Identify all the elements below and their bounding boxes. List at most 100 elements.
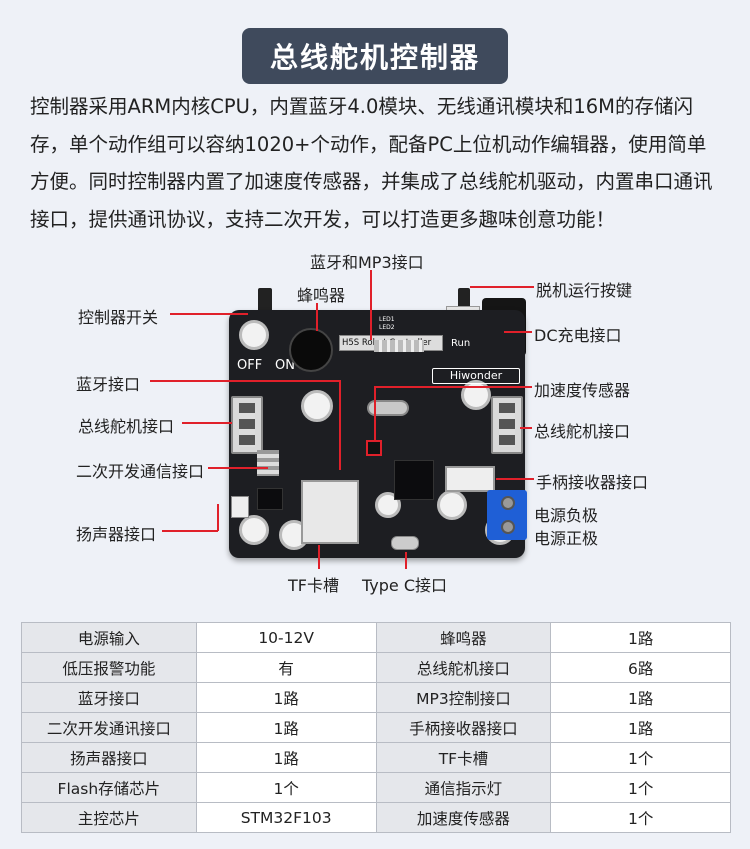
label-servo-left: 总线舵机接口	[78, 417, 175, 436]
label-tf: TF卡槽	[288, 576, 339, 595]
spec-value: STM32F103	[195, 802, 377, 833]
spec-value: 1个	[550, 772, 731, 803]
label-secondary: 二次开发通信接口	[76, 462, 205, 481]
crystal	[367, 400, 409, 416]
label-switch: 控制器开关	[78, 308, 159, 327]
label-buzzer: 蜂鸣器	[297, 286, 346, 305]
leader-secondary	[208, 467, 268, 469]
spec-value: 1个	[550, 742, 731, 773]
mcu-chip	[394, 460, 434, 500]
label-offline-key: 脱机运行按键	[536, 281, 633, 300]
spec-key: 扬声器接口	[21, 742, 197, 773]
leader-typec	[405, 552, 407, 569]
leader-servo-right	[520, 427, 532, 429]
spec-key: 低压报警功能	[21, 652, 197, 683]
usb-c-port	[391, 536, 419, 550]
leader-switch	[170, 313, 248, 315]
spec-value: 1路	[195, 742, 377, 773]
spec-key: 蓝牙接口	[21, 682, 197, 713]
title-container: 总线舵机控制器	[0, 28, 750, 84]
spec-key: 二次开发通讯接口	[21, 712, 197, 743]
description: 控制器采用ARM内核CPU，内置蓝牙4.0模块、无线通讯模块和16M的存储闪存，…	[30, 95, 713, 231]
mount-hole	[239, 320, 269, 350]
spec-key: 蜂鸣器	[375, 622, 552, 653]
label-bluetooth: 蓝牙接口	[76, 375, 141, 394]
mount-hole	[301, 390, 333, 422]
leader-accel-v	[374, 386, 376, 440]
spec-key: 通信指示灯	[375, 772, 552, 803]
label-neg: 电源负极	[534, 506, 599, 525]
brand-plate: Hiwonder	[432, 368, 520, 384]
spec-key: TF卡槽	[375, 742, 552, 773]
page-title: 总线舵机控制器	[241, 28, 508, 84]
leader-bt-h	[150, 380, 340, 382]
servo-header-left	[231, 396, 263, 454]
leader-tf	[318, 545, 320, 569]
pcb-board: OFF ON Run LED1 LED2 H5S Robot Controlle…	[229, 310, 527, 558]
spec-key: 手柄接收器接口	[375, 712, 552, 743]
accel-sensor	[366, 440, 382, 456]
on-label: ON	[275, 358, 295, 373]
gamepad-socket	[445, 466, 495, 492]
label-dc: DC充电接口	[534, 326, 622, 345]
spec-key: 加速度传感器	[375, 802, 552, 833]
tf-slot	[301, 480, 359, 544]
spec-value: 6路	[550, 652, 731, 683]
servo-header-right	[491, 396, 523, 454]
spec-key: MP3控制接口	[375, 682, 552, 713]
leader-servo-left	[182, 422, 232, 424]
label-typec: Type C接口	[362, 576, 448, 595]
spec-key: 总线舵机接口	[375, 652, 552, 683]
leader-gamepad	[496, 478, 534, 480]
brand-label: Hiwonder	[449, 369, 503, 382]
spec-key: 电源输入	[21, 622, 197, 653]
label-servo-right: 总线舵机接口	[534, 422, 631, 441]
secondary-port	[257, 450, 279, 476]
spec-value: 1路	[195, 682, 377, 713]
leader-buzzer	[316, 303, 318, 331]
bt-mp3-header	[374, 340, 424, 352]
speaker-port	[231, 496, 249, 518]
mount-hole	[461, 380, 491, 410]
leader-offline	[470, 286, 534, 288]
leader-dc	[504, 331, 532, 333]
off-label: OFF	[237, 358, 263, 373]
label-gamepad: 手柄接收器接口	[536, 473, 649, 492]
leader-speaker-v	[217, 504, 219, 531]
spec-key: Flash存储芯片	[21, 772, 197, 803]
switch-knob	[258, 288, 272, 316]
label-speaker: 扬声器接口	[76, 525, 157, 544]
spec-value: 1路	[550, 622, 731, 653]
label-bt-mp3: 蓝牙和MP3接口	[310, 253, 424, 272]
label-pos: 电源正极	[534, 529, 599, 548]
terminal-screw-pos	[501, 520, 515, 534]
spec-value: 10-12V	[195, 622, 377, 653]
spec-value: 1个	[550, 802, 731, 833]
spec-value: 1个	[195, 772, 377, 803]
flash-chip	[257, 488, 283, 510]
leader-bt-v	[339, 380, 341, 470]
spec-value: 1路	[550, 712, 731, 743]
spec-value: 有	[195, 652, 377, 683]
label-accel: 加速度传感器	[534, 381, 631, 400]
leader-bt-mp3	[370, 270, 372, 340]
run-label: Run	[451, 338, 471, 349]
mount-hole	[239, 515, 269, 545]
leader-accel-h	[374, 386, 532, 388]
leader-speaker-h	[162, 530, 218, 532]
spec-value: 1路	[195, 712, 377, 743]
led2-label: LED2	[379, 324, 395, 331]
terminal-screw-neg	[501, 496, 515, 510]
spec-key: 主控芯片	[21, 802, 197, 833]
buzzer-body	[289, 328, 333, 372]
mount-hole	[437, 490, 467, 520]
led1-label: LED1	[379, 316, 395, 323]
